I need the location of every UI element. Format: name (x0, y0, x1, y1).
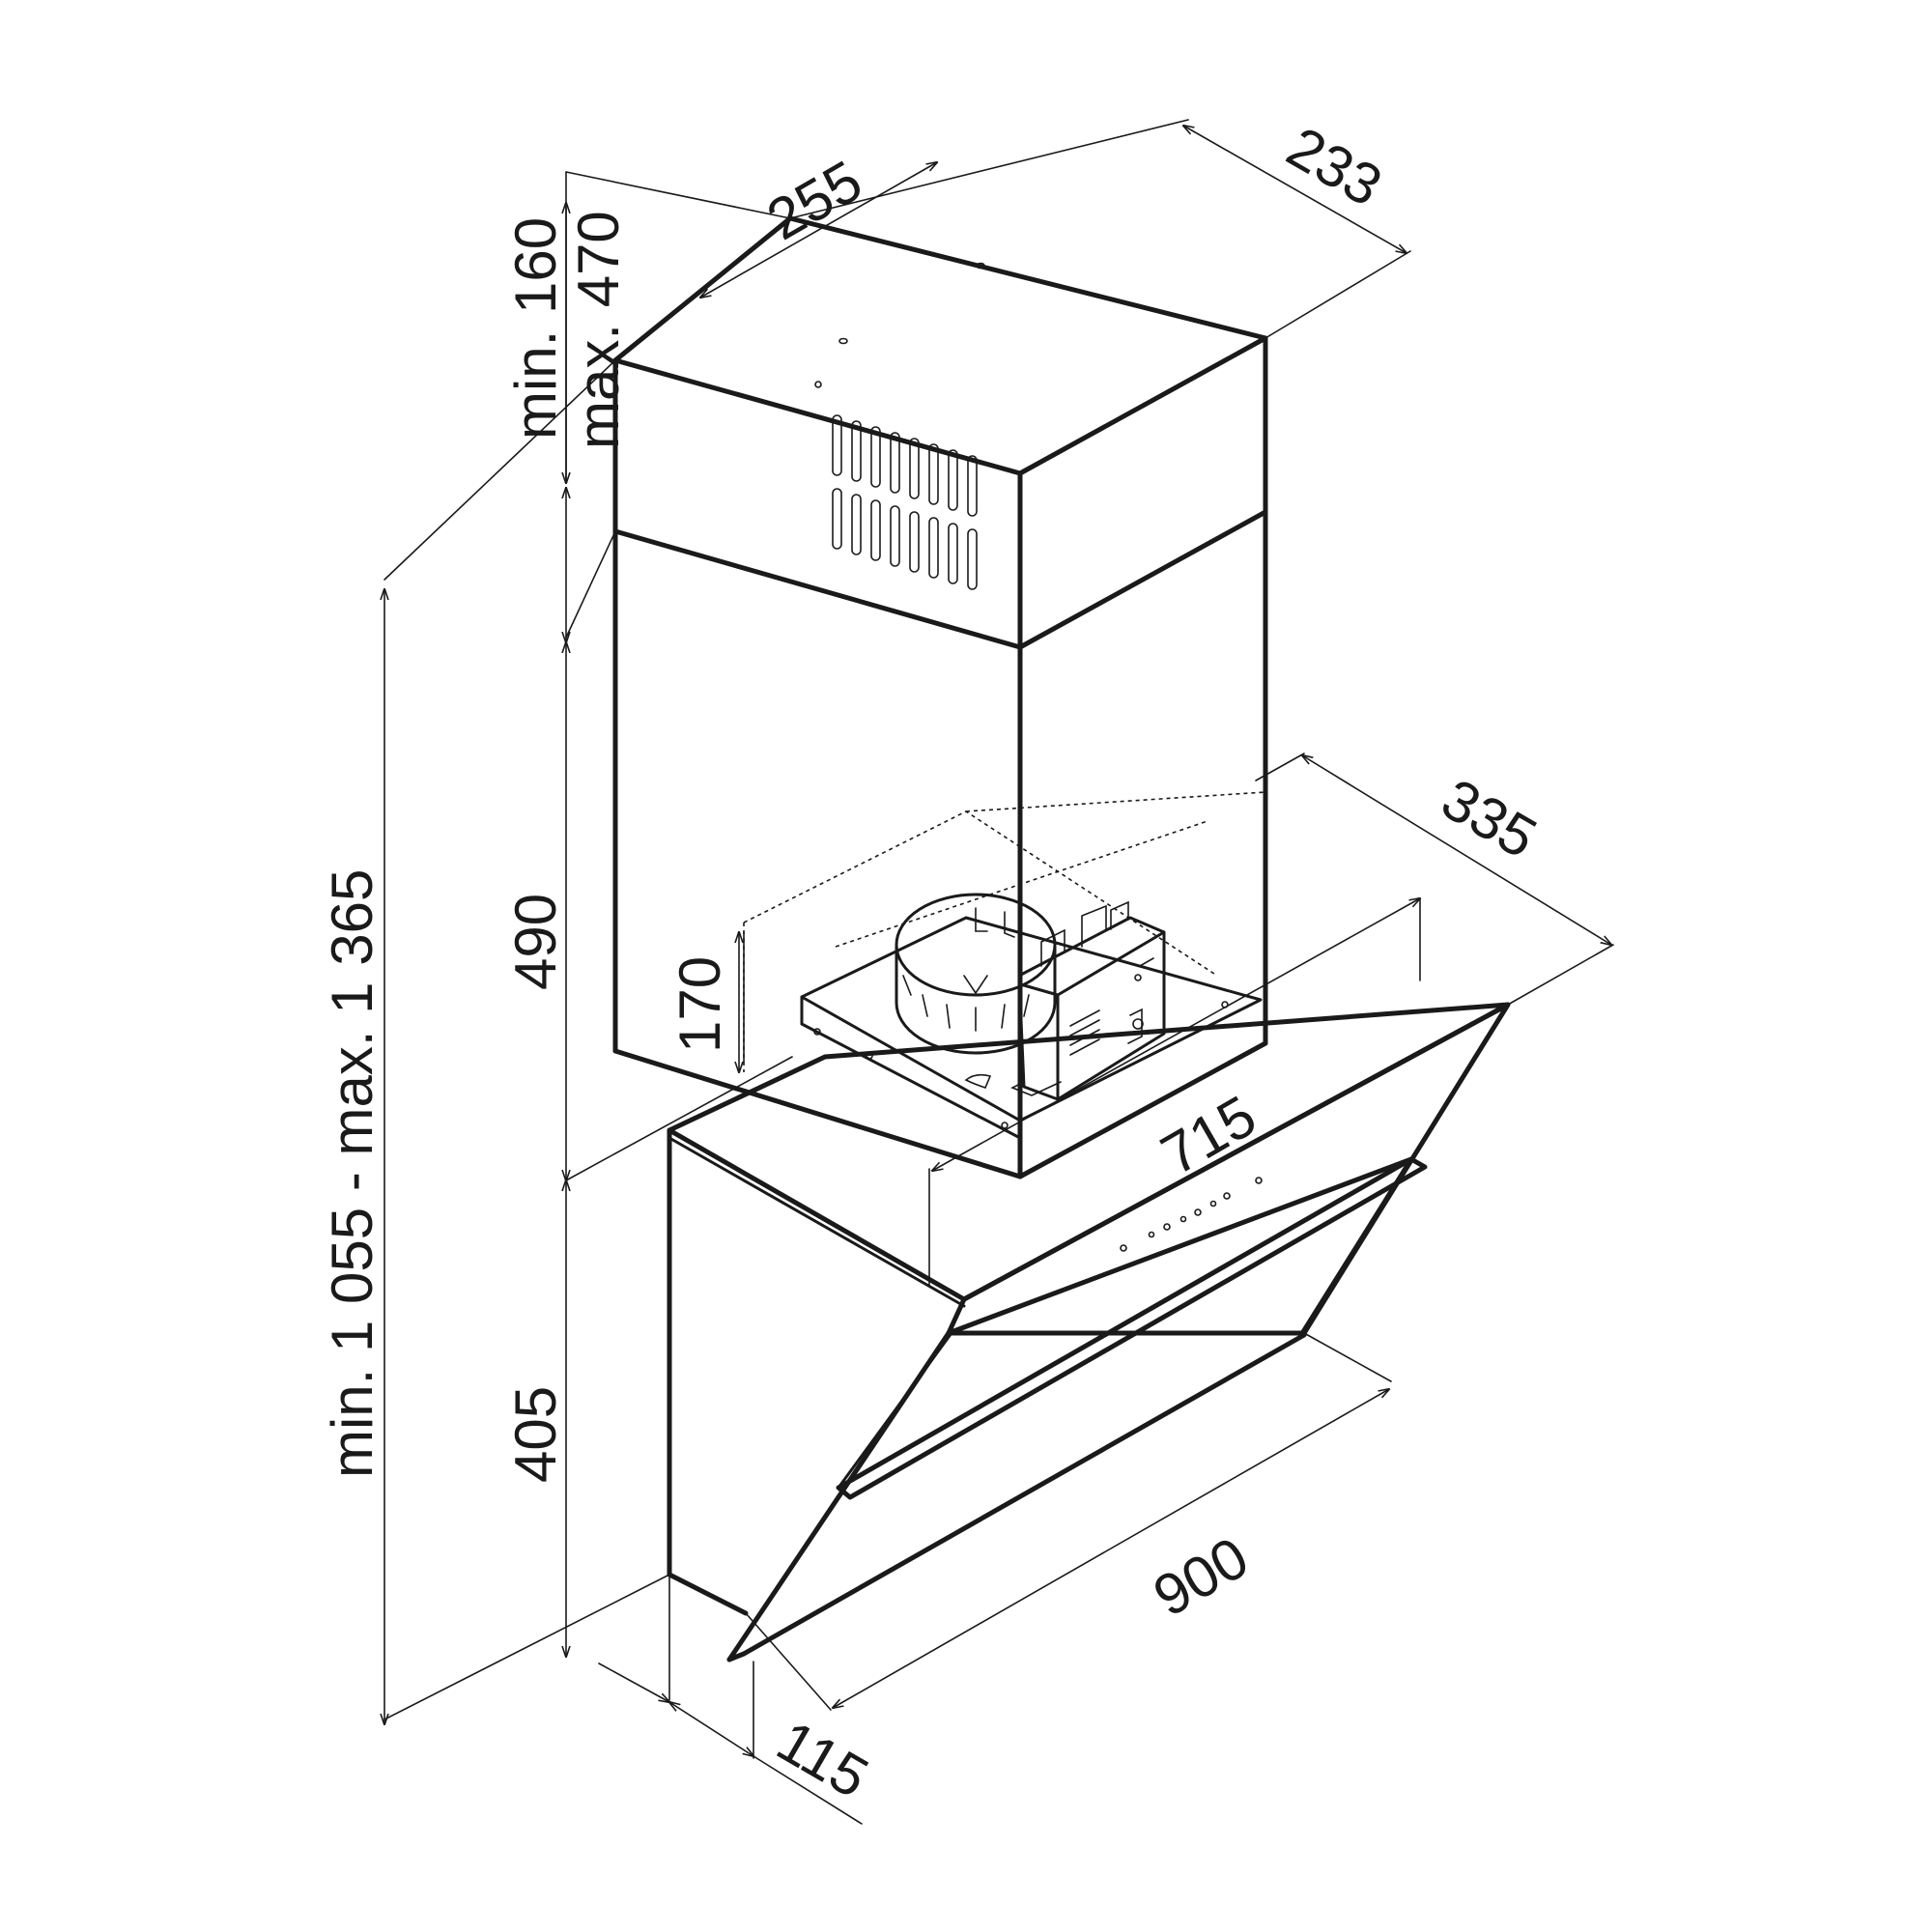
dim-chimney-width: 233 (1277, 114, 1393, 218)
dim-overall-height: min. 1 055 - max. 1 365 (320, 869, 384, 1478)
dim-chimney-upper-min: min. 160 (503, 217, 568, 440)
dimension-lines (384, 126, 1611, 1825)
control-buttons (1120, 1177, 1263, 1252)
air-outlet-collar (895, 893, 1057, 1055)
dim-chimney-upper-max: max. 470 (566, 211, 631, 449)
dim-body-height: 405 (503, 1386, 568, 1483)
dimension-labels: 255 233 min. 160 max. 470 490 170 min. 1… (320, 114, 1548, 1810)
dim-hood-depth: 335 (1432, 766, 1548, 870)
dim-bottom-depth: 115 (767, 1708, 879, 1810)
dim-motor-block: 170 (668, 956, 732, 1053)
dim-chimney-lower: 490 (503, 894, 568, 990)
vent-slots (832, 414, 978, 590)
chimney-upper-section (612, 215, 1268, 650)
motor-control-box (1010, 900, 1166, 1101)
dim-hood-width: 900 (1143, 1524, 1259, 1629)
hood-body (667, 1002, 1511, 1616)
glass-panel (726, 1002, 1511, 1662)
